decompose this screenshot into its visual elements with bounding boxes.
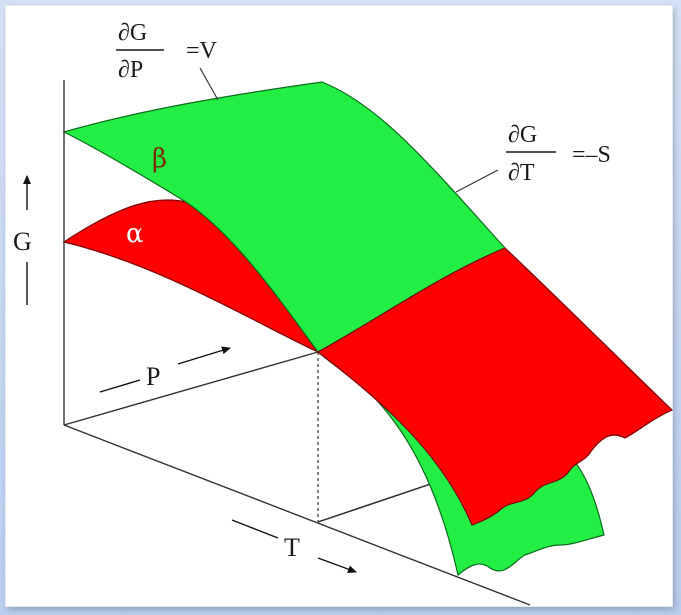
- deriv-p-leader: [199, 67, 219, 101]
- p-right-arrow-icon: [177, 346, 231, 365]
- t-axis: [63, 424, 531, 606]
- p-axis-label-group: P: [99, 346, 231, 393]
- g-axis-label-group: G: [13, 175, 32, 305]
- phase-beta-label: β: [152, 144, 167, 174]
- deriv-p-label: ∂G ∂P =V: [116, 20, 218, 83]
- deriv-t-denominator: ∂T: [508, 160, 535, 186]
- deriv-p-rhs: =V: [186, 38, 218, 64]
- deriv-p-denominator: ∂P: [118, 57, 143, 83]
- t-right-arrow-icon: [317, 557, 357, 573]
- p-left-dash: [99, 379, 141, 393]
- g-axis-label: G: [13, 227, 32, 256]
- p-axis-label: P: [146, 362, 160, 391]
- deriv-t-label: ∂G ∂T =–S: [506, 122, 611, 186]
- deriv-p-numerator: ∂G: [118, 20, 147, 46]
- t-axis-label-group: T: [231, 519, 357, 573]
- t-left-dash: [231, 519, 279, 539]
- phase-alpha-label: α: [126, 219, 144, 249]
- alpha-surface-lower: [316, 247, 674, 526]
- p-axis: [63, 351, 319, 426]
- deriv-t-leader: [455, 169, 499, 193]
- deriv-t-numerator: ∂G: [508, 122, 537, 148]
- t-axis-label: T: [284, 533, 300, 562]
- deriv-t-rhs: =–S: [572, 142, 611, 168]
